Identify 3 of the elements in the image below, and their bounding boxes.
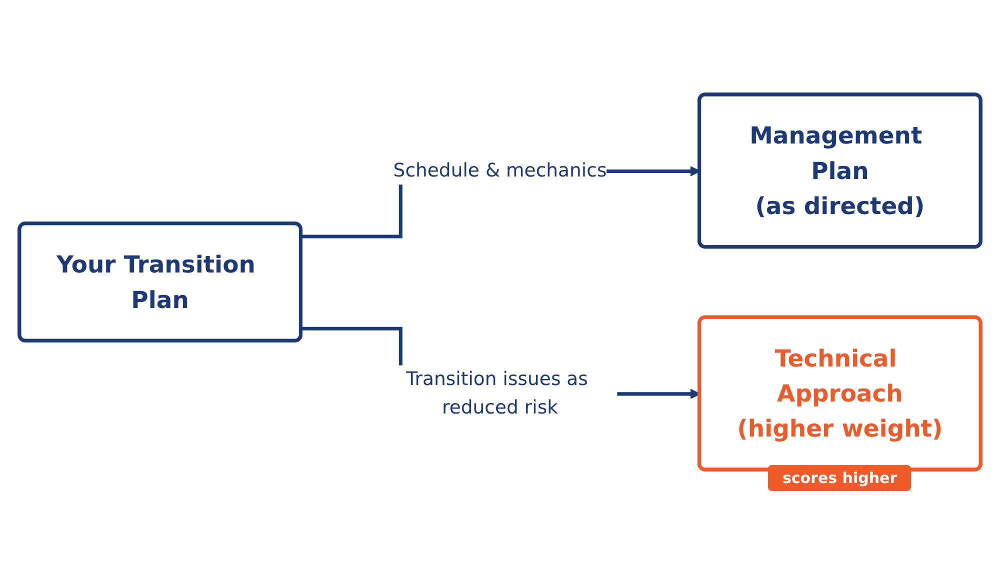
edge-label: Transition issues as reduced risk	[406, 367, 588, 418]
ribbon-badge: scores higher	[768, 465, 912, 492]
edge-label: Schedule & mechanics	[393, 158, 607, 181]
